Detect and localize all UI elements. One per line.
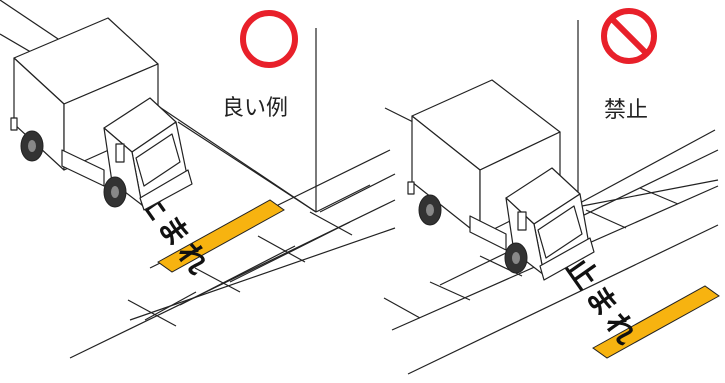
caption-prohibited: 禁止 xyxy=(604,98,648,123)
panel-good-example: 止 ま れ xyxy=(0,0,396,359)
circle-ok-icon xyxy=(240,10,298,68)
truck-prohibited xyxy=(407,79,595,281)
road-marking: 止 ま れ xyxy=(559,251,644,351)
truck-good xyxy=(10,17,193,211)
panel-prohibited: 止 ま れ 禁止 xyxy=(383,8,720,375)
stop-line xyxy=(592,285,720,359)
prohibited-icon xyxy=(601,8,657,64)
road-edge-line xyxy=(319,173,396,213)
stop-line xyxy=(157,199,285,273)
caption-good-example: 良い例 xyxy=(222,96,288,121)
